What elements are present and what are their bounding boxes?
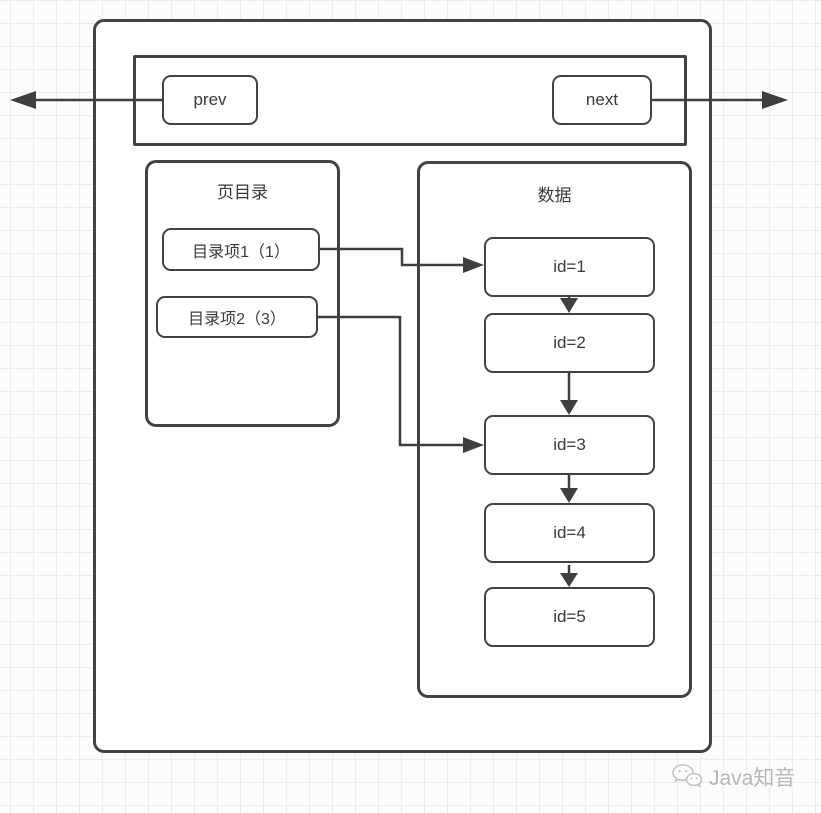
prev-arrowhead-icon — [10, 91, 36, 109]
record-node-id5: id=5 — [484, 587, 655, 647]
wechat-icon — [672, 764, 703, 788]
page-directory-box — [145, 160, 340, 427]
record-node-id2: id=2 — [484, 313, 655, 373]
record-id5-label: id=5 — [553, 607, 586, 626]
record-id4-label: id=4 — [553, 523, 586, 542]
data-records-title: 数据 — [537, 186, 572, 205]
record-id1-label: id=1 — [553, 257, 586, 276]
record-id3-label: id=3 — [553, 435, 586, 454]
page-directory-title: 页目录 — [217, 183, 268, 202]
next-page-node: next — [552, 75, 652, 125]
prev-page-node: prev — [162, 75, 258, 125]
directory-entry-1: 目录项1（1） — [162, 228, 320, 271]
next-arrowhead-icon — [762, 91, 788, 109]
directory-entry-2: 目录项2（3） — [156, 296, 318, 338]
directory-entry-1-label: 目录项1（1） — [192, 243, 290, 261]
prev-page-label: prev — [193, 90, 227, 109]
record-id2-label: id=2 — [553, 333, 586, 352]
watermark-text: Java知音 — [709, 767, 796, 790]
watermark: Java知音 — [671, 762, 795, 792]
record-node-id4: id=4 — [484, 503, 655, 563]
record-node-id3: id=3 — [484, 415, 655, 475]
directory-entry-2-label: 目录项2（3） — [188, 311, 286, 328]
next-page-label: next — [585, 90, 619, 109]
record-node-id1: id=1 — [484, 237, 655, 297]
